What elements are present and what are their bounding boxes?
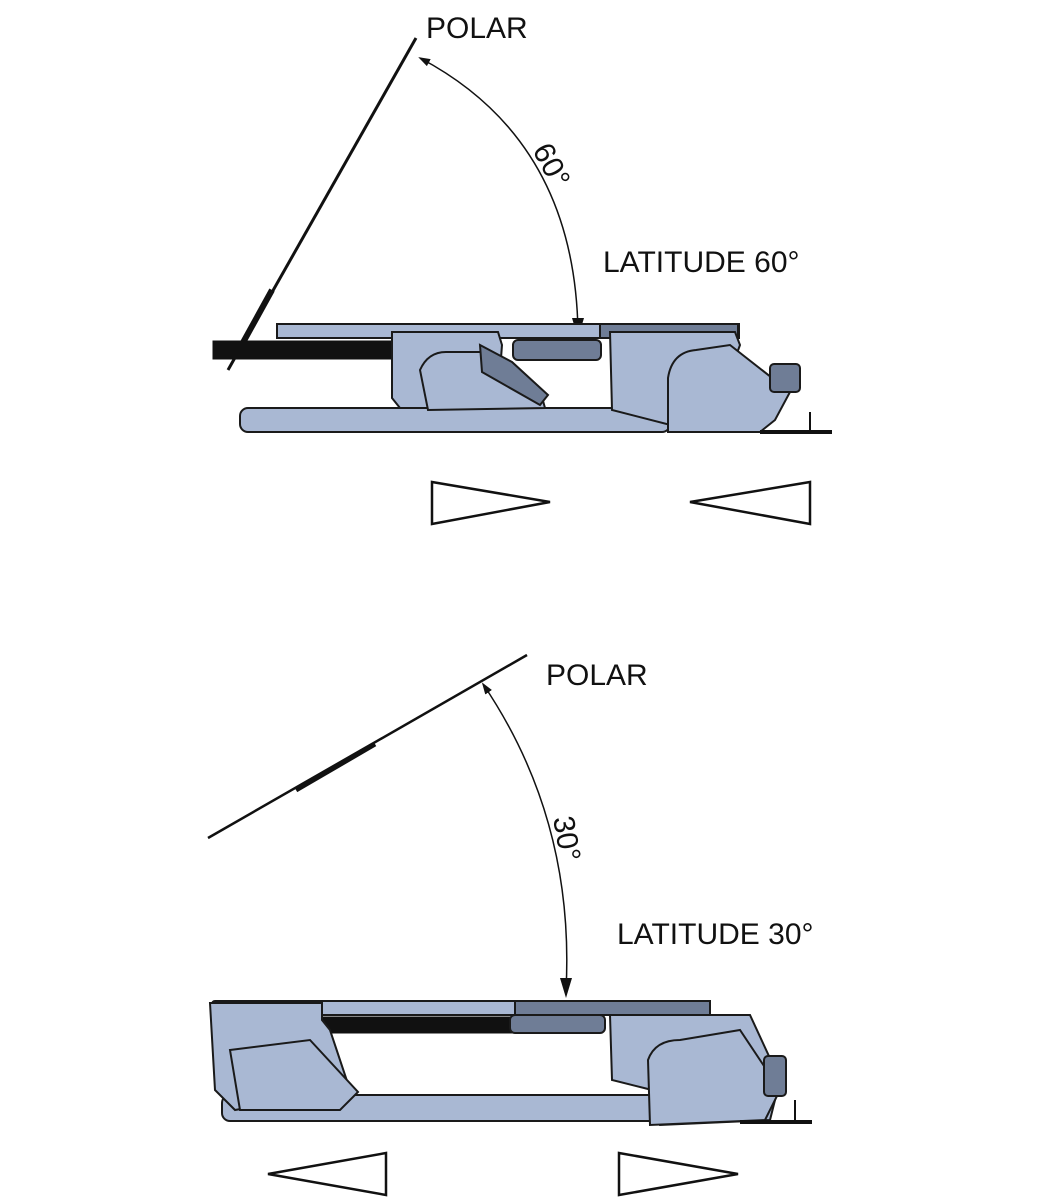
angle-label: 60° (526, 138, 576, 194)
polar-axis-thick-segment (294, 741, 377, 793)
mount-assembly (212, 323, 832, 434)
direction-triangle-left (689, 480, 812, 526)
angle-label: 30° (546, 813, 586, 863)
top-configuration: POLAR 60° LATITUDE 60° (212, 12, 832, 526)
angle-arc (481, 682, 568, 991)
angle-arrow-down (560, 978, 572, 998)
direction-triangle-right (617, 1151, 739, 1197)
latitude-label: LATITUDE 30° (617, 918, 814, 951)
bottom-configuration: POLAR 30° LATITUDE 30° (207, 653, 814, 1197)
polar-axis-thick-segment (237, 288, 275, 350)
mount-assembly (208, 1000, 812, 1127)
polar-label: POLAR (546, 659, 648, 692)
latitude-label: LATITUDE 60° (603, 246, 800, 279)
direction-triangle-left (267, 1151, 388, 1197)
direction-triangle-right (430, 480, 551, 526)
angle-arc (418, 57, 579, 333)
polar-label: POLAR (426, 12, 528, 45)
